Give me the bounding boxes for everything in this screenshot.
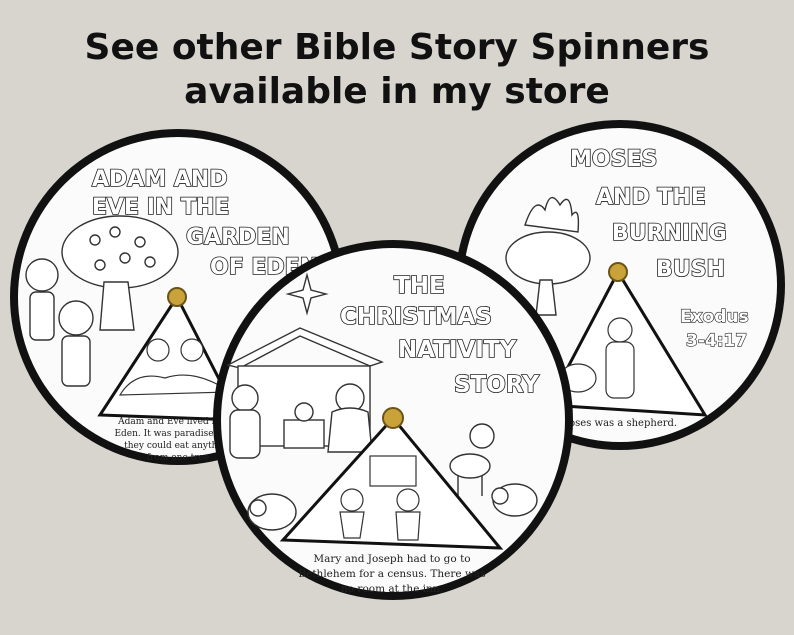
adam-eve-title-line-1: ADAM AND bbox=[92, 167, 228, 192]
nativity-title-line-4: STORY bbox=[454, 372, 539, 398]
headline-line-2: available in my store bbox=[184, 71, 610, 112]
moses-title-line-1: MOSES bbox=[570, 147, 657, 172]
lamb-left-illustration bbox=[247, 493, 297, 531]
spinner-nativity: THE CHRISTMAS NATIVITY STORY bbox=[213, 240, 573, 600]
moses-reference: Exodus 3-4:17 bbox=[679, 306, 749, 351]
star-of-bethlehem-icon bbox=[285, 272, 329, 316]
adam-eve-title: ADAM AND EVE IN THE GARDEN OF EDEN bbox=[91, 166, 319, 281]
moses-spinner-window bbox=[545, 268, 708, 417]
apple-tree-illustration bbox=[61, 215, 179, 331]
moses-caption: Moses was a shepherd. bbox=[559, 418, 677, 429]
adam-eve-caption-line-2: Eden. It was paradise. They bbox=[114, 429, 242, 439]
adam-eve-title-line-3: GARDEN bbox=[186, 225, 290, 250]
adam-eve-brad-fastener[interactable] bbox=[167, 287, 187, 307]
adam-eve-spinner-window bbox=[97, 294, 243, 422]
nativity-caption-line-3: no room at the inn. bbox=[341, 583, 443, 595]
moses-reference-line-2: 3-4:17 bbox=[686, 331, 747, 351]
nativity-spinner-window bbox=[279, 415, 504, 550]
moses-title-line-2: AND THE bbox=[596, 185, 706, 210]
stable-illustration bbox=[226, 327, 384, 459]
nativity-caption-line-2: Bethlehem for a census. There was bbox=[298, 568, 485, 580]
adam-eve-caption: Adam and Eve lived in the Eden. It was p… bbox=[114, 417, 242, 463]
moses-title: MOSES AND THE BURNING BUSH bbox=[569, 146, 727, 283]
headline-line-1: See other Bible Story Spinners bbox=[84, 27, 710, 68]
donkey-illustration bbox=[449, 423, 495, 496]
adam-eve-caption-line-3: they could eat anything bbox=[124, 441, 232, 451]
nativity-title-line-3: NATIVITY bbox=[398, 337, 517, 363]
adam-eve-figures bbox=[25, 258, 94, 387]
moses-brad-fastener[interactable] bbox=[608, 262, 628, 282]
moses-title-line-3: BURNING bbox=[612, 221, 727, 246]
nativity-caption-line-1: Mary and Joseph had to go to bbox=[313, 553, 470, 565]
store-headline: See other Bible Story Spinners available… bbox=[0, 26, 794, 114]
nativity-caption: Mary and Joseph had to go to Bethlehem f… bbox=[298, 553, 485, 595]
adam-eve-caption-line-1: Adam and Eve lived in the bbox=[117, 417, 238, 427]
moses-caption-line-1: Moses was a shepherd. bbox=[559, 418, 677, 429]
nativity-title-line-2: CHRISTMAS bbox=[340, 304, 492, 330]
moses-reference-line-1: Exodus bbox=[680, 307, 749, 327]
lamb-right-illustration bbox=[491, 483, 538, 517]
adam-eve-caption-line-4: from one tree bbox=[147, 453, 209, 463]
burning-bush-illustration bbox=[505, 197, 591, 316]
nativity-title: THE CHRISTMAS NATIVITY STORY bbox=[339, 272, 540, 399]
nativity-title-line-1: THE bbox=[394, 273, 445, 299]
moses-title-line-4: BUSH bbox=[656, 257, 725, 282]
nativity-brad-fastener[interactable] bbox=[382, 407, 404, 429]
